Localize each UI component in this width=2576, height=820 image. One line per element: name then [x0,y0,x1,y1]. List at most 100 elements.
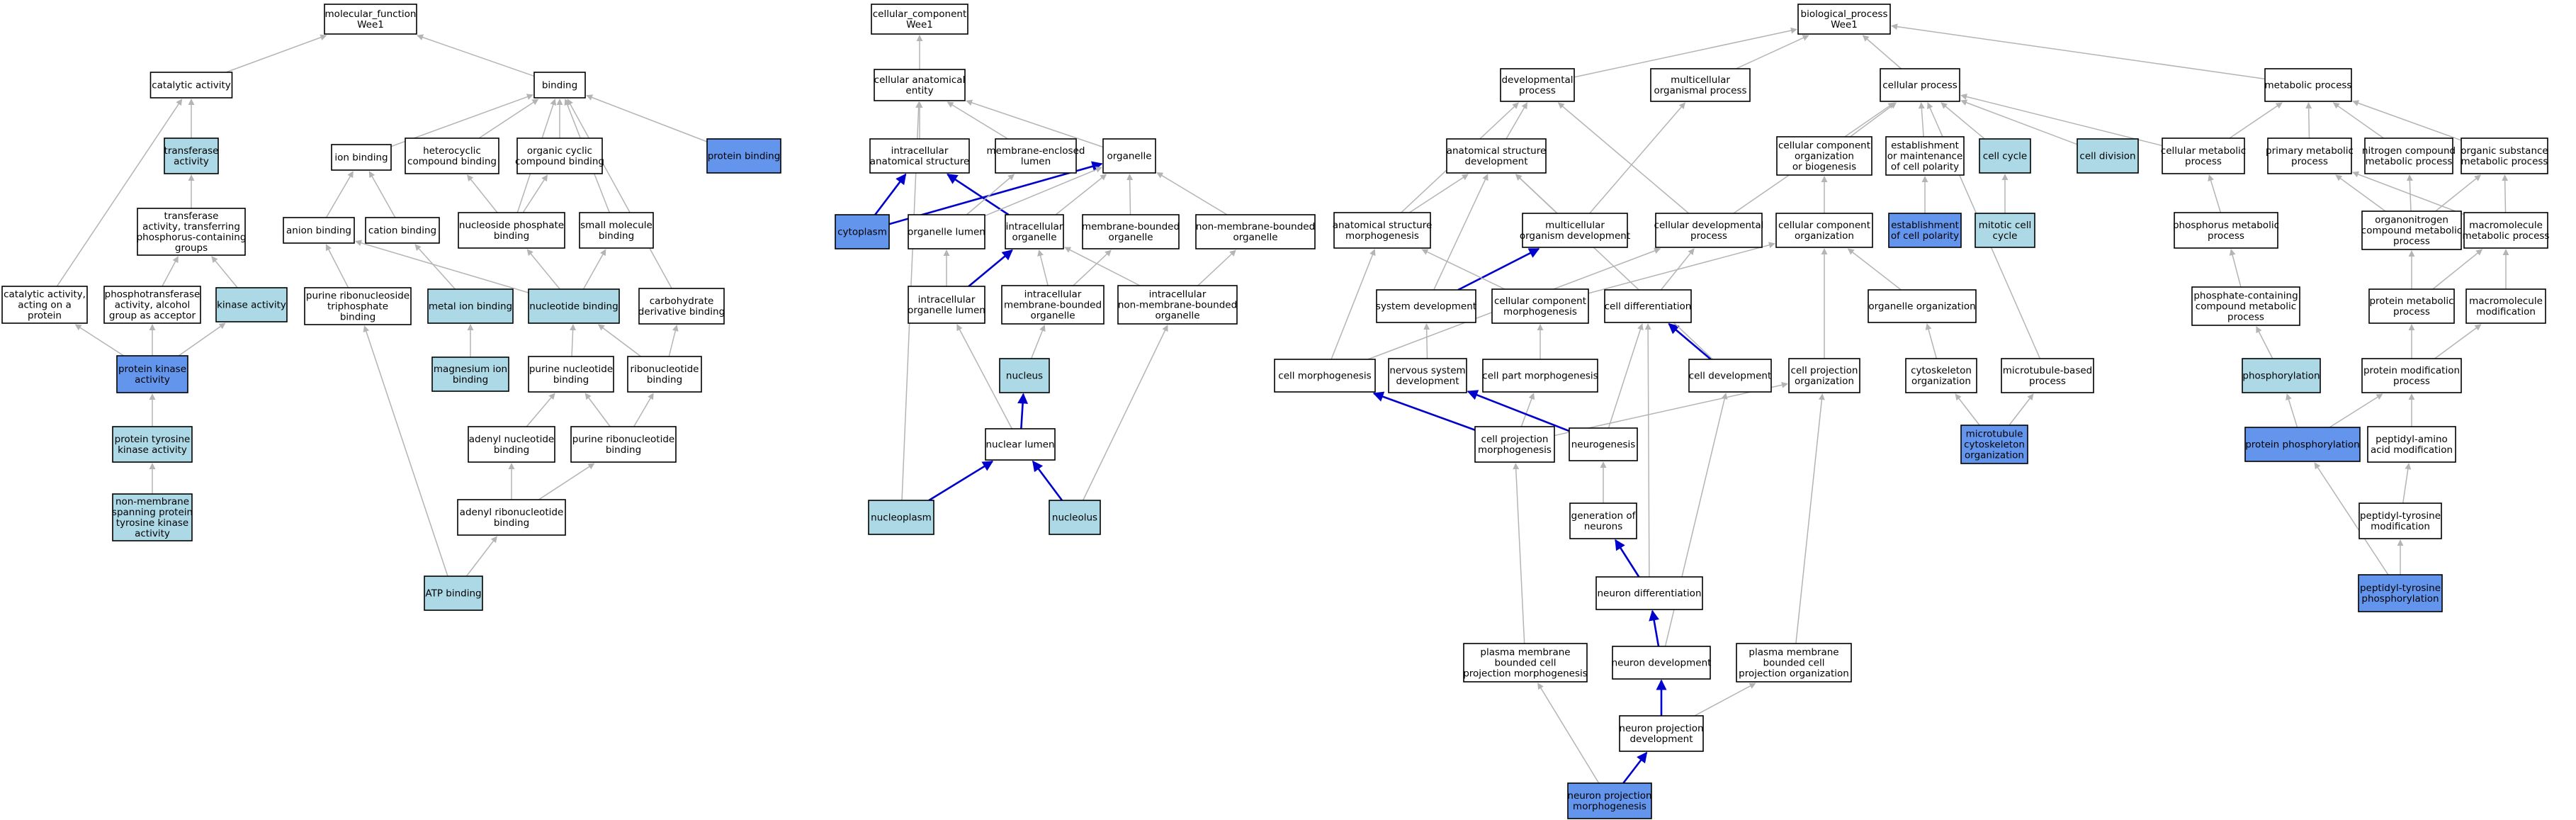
term-node-neurdiff[interactable]: neuron differentiation [1595,576,1703,610]
term-node-kinase[interactable]: kinase activity [215,287,288,322]
term-node-protphos[interactable]: protein phosphorylation [2244,427,2361,462]
term-node-phosphorylation[interactable]: phosphorylation [2242,358,2321,393]
term-node-cellpartmorph[interactable]: cell part morphogenesis [1482,359,1598,393]
term-node-proteinbinding[interactable]: protein binding [706,138,781,174]
term-node-cellcycle[interactable]: cell cycle [1979,138,2031,174]
term-node-catalytic[interactable]: catalytic activity [149,72,233,99]
term-node-binding[interactable]: binding [533,72,586,99]
term-node-nucleolus[interactable]: nucleolus [1049,500,1101,535]
term-node-orglumen[interactable]: organelle lumen [908,214,985,249]
term-node-ionbinding[interactable]: ion binding [331,144,392,171]
term-node-nuclumen[interactable]: nuclear lumen [985,428,1056,461]
term-node-neurdev[interactable]: neuron development [1612,646,1712,680]
term-node-celldiff[interactable]: cell differentiation [1604,289,1692,323]
term-node-nucleus[interactable]: nucleus [999,358,1050,393]
term-node-nucleotide[interactable]: nucleotide binding [528,288,620,324]
term-node-metproc[interactable]: metabolic process [2264,68,2352,102]
term-node-cytoplasm[interactable]: cytoplasm [835,214,890,249]
term-node-organelle[interactable]: organelle [1102,138,1156,174]
term-node-nucleoplasm[interactable]: nucleoplasm [868,500,934,535]
term-node-orgorg[interactable]: organelle organization [1868,289,1977,323]
term-node-neurogenesis[interactable]: neurogenesis [1569,427,1638,461]
term-node-cellmorph[interactable]: cell morphogenesis [1274,359,1376,393]
term-node-celldiv[interactable]: cell division [2077,138,2139,174]
term-node-anion[interactable]: anion binding [283,217,355,244]
term-node-metalion[interactable]: metal ion binding [427,288,514,324]
term-node-cation[interactable]: cation binding [365,217,440,244]
term-node-atp[interactable]: ATP binding [424,575,483,611]
term-node-cellproc[interactable]: cellular process [1880,68,1960,102]
term-node-celldev[interactable]: cell development [1688,359,1772,393]
term-node-intranonmem[interactable]: intracellularnon-membrane-boundedorganel… [1117,285,1238,325]
term-node-sysdev[interactable]: system development [1376,289,1476,323]
